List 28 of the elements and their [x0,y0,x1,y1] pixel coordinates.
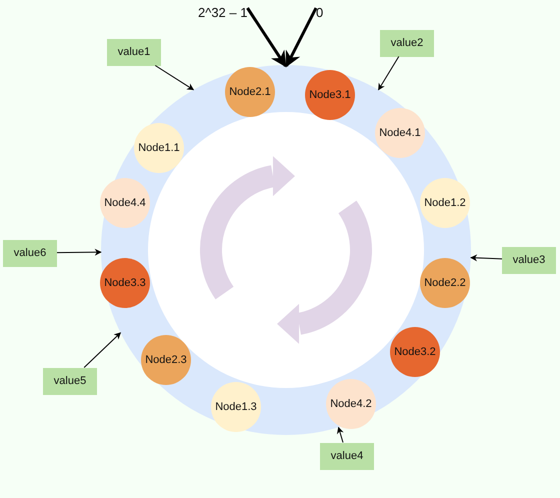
server-node-circle: Node1.1 [134,123,184,173]
arrow [154,65,194,90]
server-node-circle: Node3.1 [305,70,355,120]
server-node-circle: Node1.3 [211,382,261,432]
data-key-box: value5 [43,368,97,394]
data-key-box: value6 [3,240,57,266]
server-node-circle: Node4.2 [326,379,376,429]
arrow [84,332,122,368]
range-label: 2^32 – 1 [198,5,248,20]
server-node-circle: Node2.2 [420,258,470,308]
data-key-box: value1 [107,38,161,66]
arrow [56,248,102,256]
arrow [246,7,287,68]
arrow [378,56,400,90]
arrow [470,254,502,262]
data-key-box: value2 [380,30,434,56]
data-key-box: value4 [320,442,374,470]
server-node-circle: Node4.4 [100,178,150,228]
server-node-circle: Node1.2 [420,178,470,228]
server-node-circle: Node3.3 [100,258,150,308]
server-node-circle: Node2.3 [141,335,191,385]
arrow [336,426,344,443]
server-node-circle: Node2.1 [225,67,275,117]
server-node-circle: Node4.1 [375,108,425,158]
arrow [285,7,318,68]
range-label: 0 [316,5,324,20]
server-node-circle: Node3.2 [390,327,440,377]
data-key-box: value3 [502,246,556,274]
